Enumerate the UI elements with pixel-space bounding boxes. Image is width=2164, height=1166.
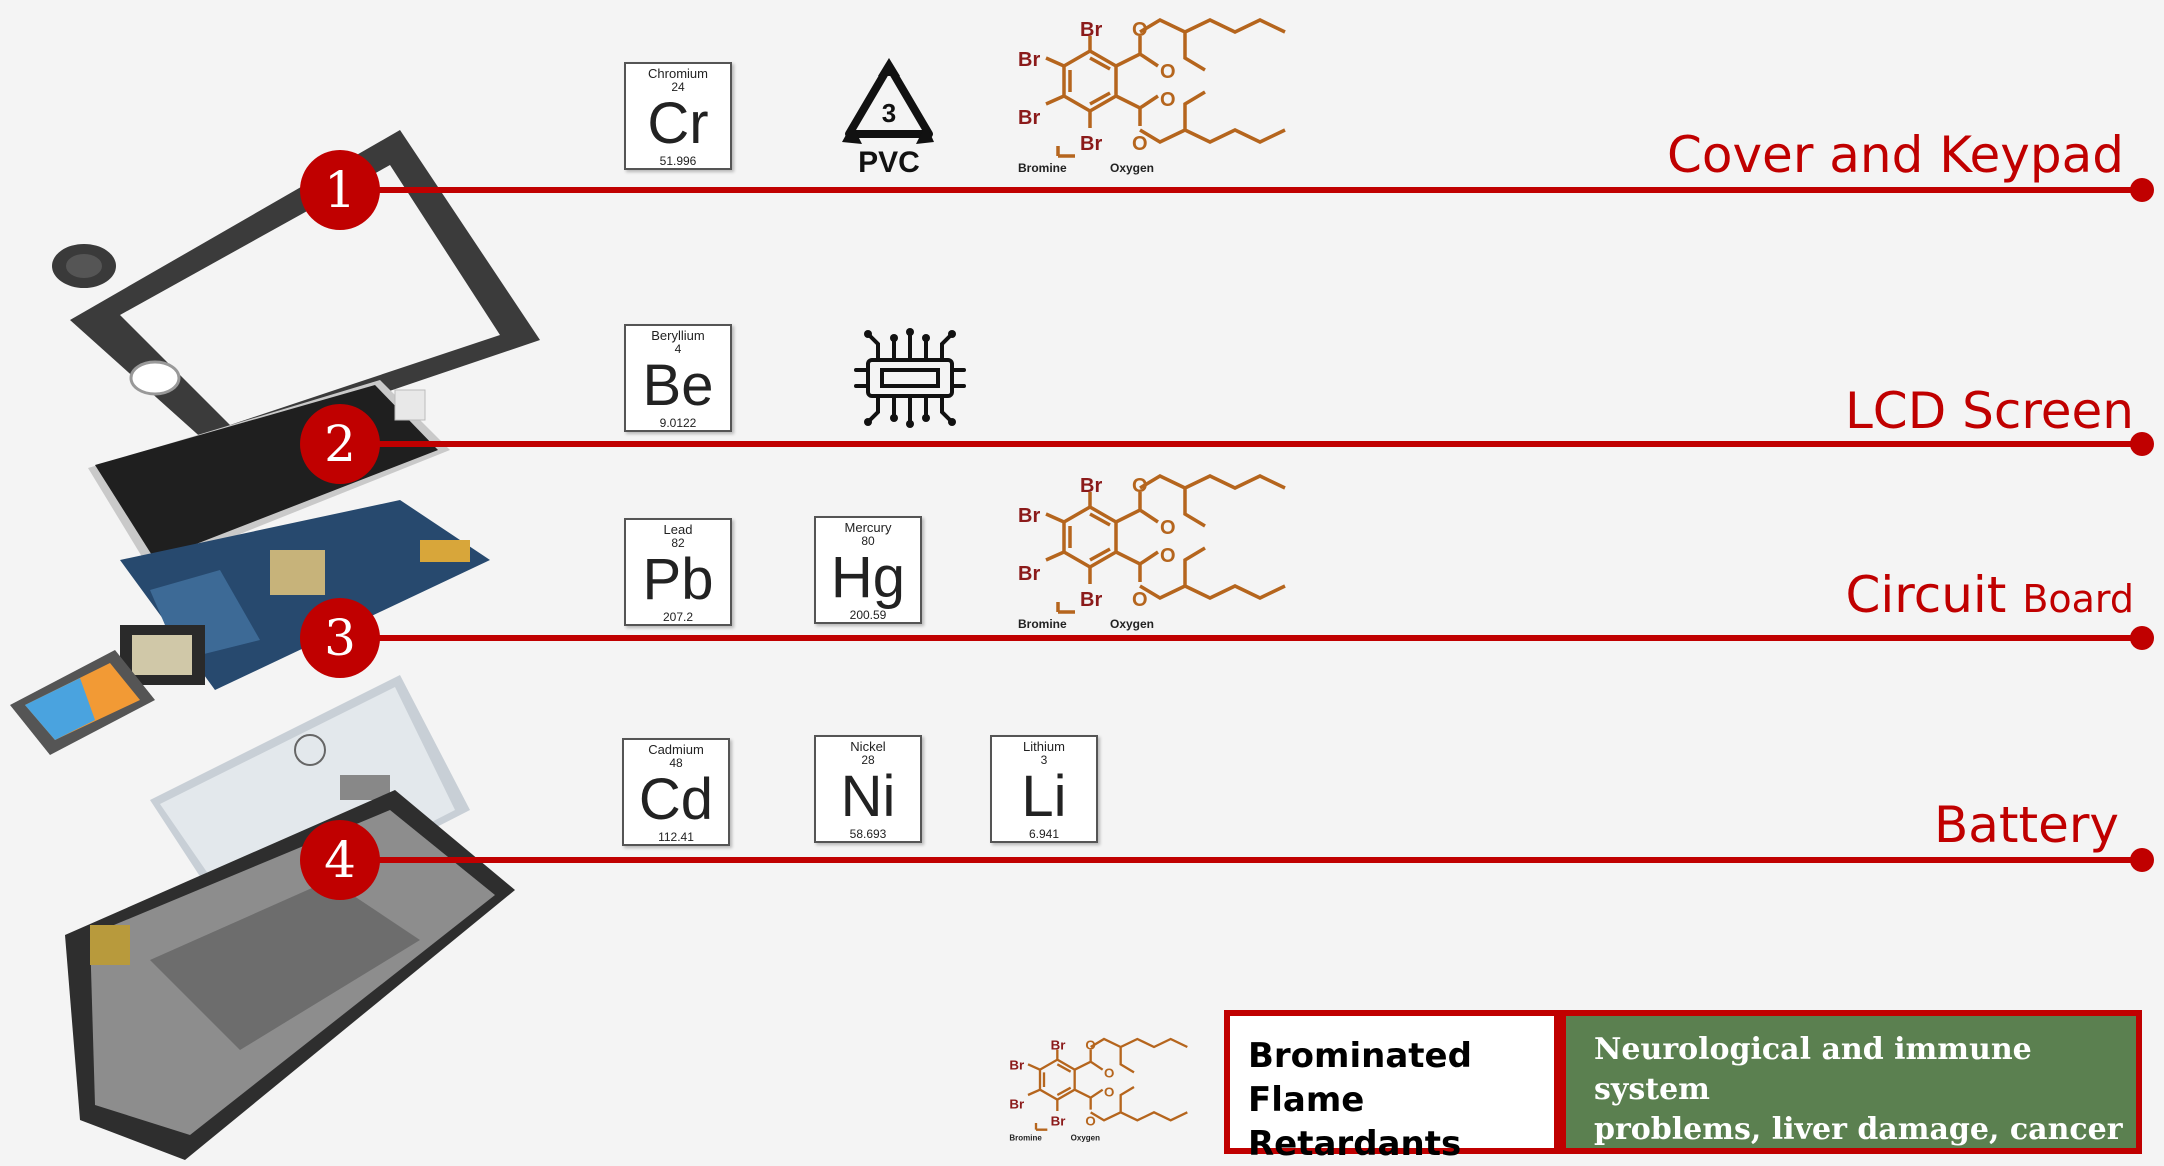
leader-end-dot-4 [2130,848,2154,872]
oxygen-legend: Oxygen [1110,161,1154,175]
oxygen-atom: O [1085,1114,1095,1129]
circuit-board-part [120,500,490,690]
oxygen-atom: O [1160,545,1176,567]
bromine-atom: Br [1051,1038,1066,1053]
leader-line-4 [330,857,2142,863]
brominated-molecule-legend: Br Br Br Br O O O O Bromine Oxygen [1009,1038,1188,1142]
component-number-badge-1: 1 [300,150,380,230]
bromine-legend: Bromine [1009,1133,1042,1142]
component-number-badge-4: 4 [300,820,380,900]
effects-line-1: Neurological and immune system [1594,1032,2032,1107]
component-number-badge-2: 2 [300,404,380,484]
oxygen-atom: O [1104,1066,1114,1081]
effects-line-2: problems, liver damage, cancer [1594,1112,2123,1147]
bromine-atom: Br [1018,107,1040,129]
bromine-atom: Br [1018,505,1040,527]
leader-end-dot-3 [2130,626,2154,650]
leader-end-dot-1 [2130,178,2154,202]
component-number-badge-3: 3 [300,598,380,678]
bromine-atom: Br [1018,49,1040,71]
health-effects-box: Neurological and immune system problems,… [1560,1010,2142,1154]
pvc-label: PVC [858,146,920,178]
bromine-legend: Bromine [1018,617,1067,631]
oxygen-atom: O [1104,1084,1114,1099]
oxygen-atom: O [1132,133,1148,155]
oxygen-atom: O [1085,1038,1095,1053]
oxygen-atom: O [1132,475,1148,497]
leader-line-2 [330,441,2142,447]
leader-line-3 [330,635,2142,641]
oxygen-legend: Oxygen [1071,1133,1100,1142]
bromine-atom: Br [1018,563,1040,585]
pvc-recycling-icon: 3 PVC [842,58,934,178]
component-label-battery: Battery [1933,796,2119,854]
bromine-atom: Br [1080,589,1102,611]
microchip-icon [854,328,966,428]
component-label-cover-keypad: Cover and Keypad [1666,126,2124,184]
bromine-atom: Br [1080,133,1102,155]
bfr-line-2: Flame Retardants [1248,1080,1462,1164]
back-housing-part [65,790,515,1160]
oxygen-atom: O [1160,61,1176,83]
leader-line-1 [330,187,2142,193]
oxygen-legend: Oxygen [1110,617,1154,631]
component-label-lcd-screen: LCD Screen [1844,382,2134,440]
bromine-atom: Br [1080,19,1102,41]
front-cover-part [70,130,540,450]
bromine-atom: Br [1051,1114,1066,1129]
oxygen-atom: O [1160,517,1176,539]
brominated-flame-retardants-box: Brominated Flame Retardants [1224,1010,1560,1164]
bromine-atom: Br [1080,475,1102,497]
pvc-code: 3 [882,98,896,128]
exploded-phone-illustration [10,130,540,1160]
oxygen-atom: O [1132,19,1148,41]
sim-tray-part [10,650,155,755]
bromine-atom: Br [1009,1096,1024,1111]
component-label-circuit-board: Circuit Board [1845,566,2134,624]
oxygen-atom: O [1160,89,1176,111]
brominated-molecule-cover: Br Br Br Br O O O O Bromine Oxygen [1018,18,1286,175]
bromine-legend: Bromine [1018,161,1067,175]
bromine-atom: Br [1009,1058,1024,1073]
leader-end-dot-2 [2130,432,2154,456]
oxygen-atom: O [1132,589,1148,611]
brominated-molecule-circuit-board: Br Br Br Br O O O O Bromine Oxygen [1018,474,1286,631]
home-button-part [52,244,116,288]
bfr-line-1: Brominated [1248,1036,1472,1076]
